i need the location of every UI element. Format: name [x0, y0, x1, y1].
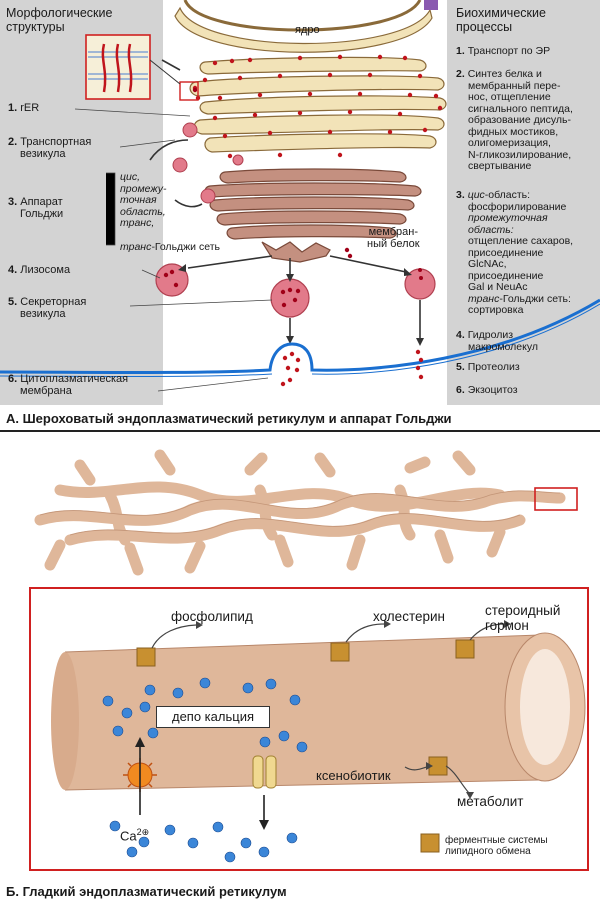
transport-vesicles — [172, 122, 244, 204]
panel-a-illustration — [0, 0, 600, 392]
process-5: 5. Протеолиз — [456, 361, 520, 373]
process-1: 1. Транспорт по ЭР — [456, 45, 551, 57]
legend-swatch — [420, 833, 440, 853]
metabolite-label: метаболит — [457, 794, 524, 809]
plasma-membrane — [0, 298, 600, 374]
arrows-panel-a — [149, 59, 421, 340]
smooth-er-network — [34, 449, 566, 576]
vesicles-large — [155, 263, 436, 318]
process-3: 3. цис-область: фосфорилирование промежу… — [456, 189, 574, 316]
caption-a: А. Шероховатый эндоплазматический ретику… — [6, 411, 452, 426]
smooth-er-zoom-box — [534, 487, 578, 511]
xenobiotic-label: ксенобиотик — [316, 768, 391, 783]
enzyme-boxes — [136, 639, 475, 776]
calcium-channel — [252, 755, 277, 789]
caption-b: Б. Гладкий эндоплазматический ретикулум — [6, 884, 287, 899]
label-lysosome: 4. Лизосома — [8, 264, 71, 276]
process-6: 6. Экзоцитоз — [456, 384, 518, 396]
calcium-depot-label: депо кальция — [171, 709, 254, 724]
calcium-ions — [102, 677, 308, 863]
process-2: 2. Синтез белка и мембранный перe-нос, о… — [456, 68, 573, 172]
membrane-protein-label: мембран-ный белок — [367, 226, 420, 250]
nucleus-envelope — [183, 0, 422, 32]
cholesterol-label: холестерин — [373, 609, 445, 624]
phospholipid-label: фосфолипид — [171, 609, 253, 624]
label-rer: 1. rER — [8, 102, 40, 114]
ribosomes — [192, 54, 443, 159]
calcium-depot-box: депо кальция — [156, 706, 270, 728]
nucleus-label: ядро — [295, 24, 320, 36]
trans-golgi-network-label: транс-Гольджи сеть — [120, 241, 220, 253]
golgi-region-labels: цис, промежу- точная область, транс, — [120, 171, 167, 229]
calcium-ion-label: Ca2⊕ — [120, 827, 150, 844]
smooth-er-outline — [39, 490, 561, 536]
golgi-stack — [204, 168, 422, 263]
caption-a-rule — [0, 430, 600, 432]
